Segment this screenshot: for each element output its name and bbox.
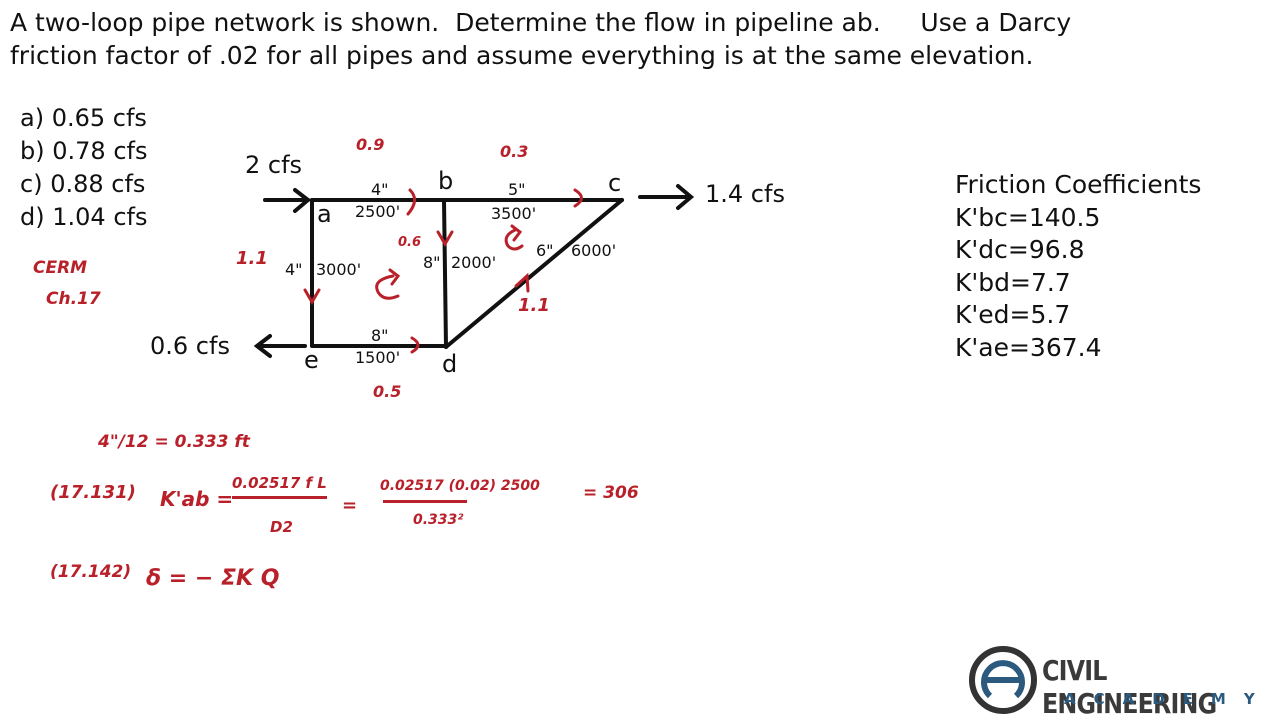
choice-value: 0.88 cfs <box>50 170 146 198</box>
pipe-ae-diameter: 4" <box>285 260 303 279</box>
friction-item: K'ed=5.7 <box>955 300 1071 329</box>
calc-eq1-denominator: D2 <box>270 518 293 536</box>
friction-item: K'ae=367.4 <box>955 332 1102 362</box>
choice-c: c) 0.88 cfs <box>20 168 145 201</box>
pipe-dc-length: 6000' <box>571 241 617 260</box>
choice-value: 1.04 cfs <box>52 203 148 231</box>
annotation-flow-bd: 0.6 <box>398 235 422 250</box>
pipe-bd-diameter: 8" <box>423 253 441 272</box>
pipe-dc-diameter: 6" <box>536 241 554 260</box>
choice-value: 0.65 cfs <box>51 104 147 132</box>
flow-arrow-ab <box>406 188 416 216</box>
calc-eq1-result: = 306 <box>583 483 639 503</box>
calc-eq1-lhs: K'ab = <box>160 487 234 511</box>
choice-letter: d) <box>20 203 45 231</box>
choice-a: a) 0.65 cfs <box>20 102 147 135</box>
choice-letter: c) <box>20 170 43 198</box>
calc-eq1-ref: (17.131) <box>50 482 136 503</box>
logo-title: CIVIL ENGINEERING <box>1042 654 1217 720</box>
friction-item: K'bc=140.5 <box>955 202 1101 232</box>
calc-eq2: δ = − ΣK Q <box>146 566 280 591</box>
calc-eq2-ref: (17.142) <box>50 562 132 582</box>
annotation-flow-dc: 1.1 <box>518 295 550 316</box>
choice-letter: b) <box>20 137 45 165</box>
reference-cerm: CERM <box>33 258 88 278</box>
choice-b: b) 0.78 cfs <box>20 135 147 168</box>
pipe-ae-length: 3000' <box>316 260 362 279</box>
node-a: a <box>317 200 332 228</box>
calc-eq1-sub-numerator: 0.02517 (0.02) 2500 <box>380 478 540 494</box>
pipe-ab-length: 2500' <box>355 202 401 221</box>
choice-d: d) 1.04 cfs <box>20 201 147 234</box>
fraction-bar <box>383 500 467 503</box>
outflow-c-label: 1.4 cfs <box>705 180 785 208</box>
node-b: b <box>438 167 454 195</box>
annotation-flow-ab: 0.9 <box>356 135 385 154</box>
pipe-ab-diameter: 4" <box>371 180 389 199</box>
choice-value: 0.78 cfs <box>52 137 148 165</box>
inflow-label: 2 cfs <box>245 151 303 179</box>
problem-statement: A two-loop pipe network is shown. Determ… <box>10 6 1071 72</box>
calc-eq1-equals: = <box>342 495 358 516</box>
logo-subtitle: ACADEMY <box>1064 690 1273 708</box>
friction-item: K'bd=7.7 <box>955 267 1071 297</box>
pipe-bd-length: 2000' <box>451 253 497 272</box>
problem-line-2: friction factor of .02 for all pipes and… <box>10 41 1034 70</box>
annotation-flow-ed: 0.5 <box>373 382 402 401</box>
problem-line-1: A two-loop pipe network is shown. Determ… <box>10 8 1072 37</box>
friction-title: Friction Coefficients <box>955 170 1202 199</box>
annotation-flow-bc: 0.3 <box>500 142 529 161</box>
node-c: c <box>608 169 622 197</box>
pipe-ed-diameter: 8" <box>371 326 389 345</box>
friction-coefficients: Friction Coefficients K'bc=140.5 K'dc=96… <box>955 169 1201 364</box>
pipe-bc-length: 3500' <box>491 204 537 223</box>
node-d: d <box>442 350 458 378</box>
calc-eq1-sub-denominator: 0.333² <box>413 512 464 528</box>
calc-diameter: 4"/12 = 0.333 ft <box>98 432 250 452</box>
friction-item: K'dc=96.8 <box>955 235 1085 264</box>
pipe-bc-diameter: 5" <box>508 180 526 199</box>
logo-mark-icon <box>969 646 1037 714</box>
pipe-ed-length: 1500' <box>355 348 401 367</box>
reference-chapter: Ch.17 <box>46 289 101 309</box>
civil-engineering-academy-logo: CIVIL ENGINEERING ACADEMY <box>968 644 1274 720</box>
node-e: e <box>304 346 319 374</box>
annotation-flow-ae: 1.1 <box>236 248 268 269</box>
choice-letter: a) <box>20 104 45 132</box>
outflow-e-label: 0.6 cfs <box>150 332 230 360</box>
calc-eq1-numerator: 0.02517 f L <box>232 474 327 499</box>
